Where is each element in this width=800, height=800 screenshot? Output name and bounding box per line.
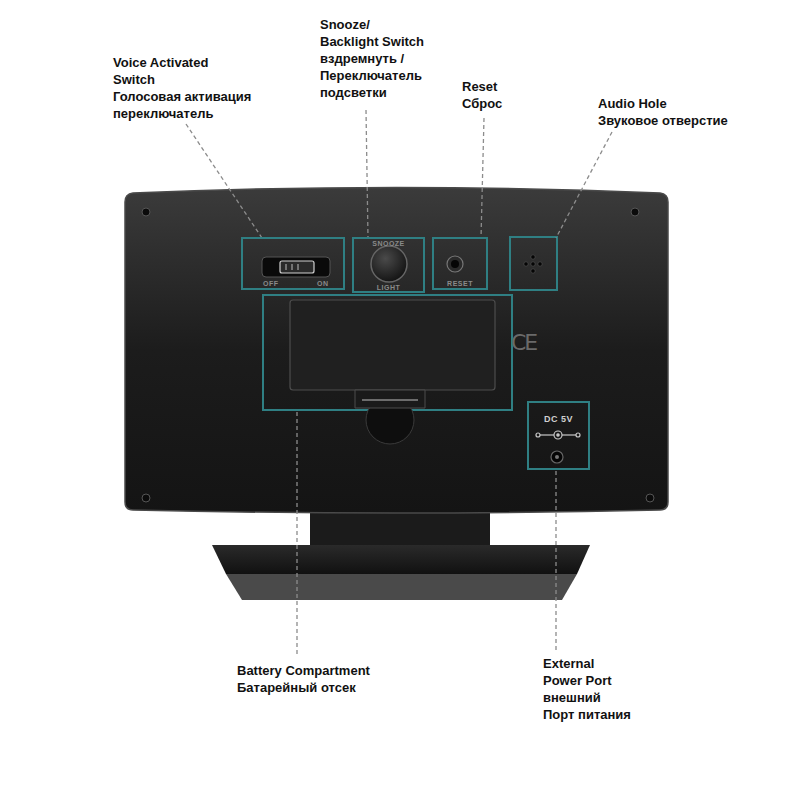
battery-cover <box>290 300 495 390</box>
callout-label: Reset <box>462 78 497 95</box>
panel-marking: LIGHT <box>354 284 423 292</box>
leader-lines <box>186 110 612 654</box>
stand-base-edge <box>226 574 577 600</box>
switch-highlight: OFF ON <box>241 237 345 290</box>
callout-label: Voice Activated Switch <box>113 54 228 88</box>
stand-base <box>212 545 590 574</box>
switch-slider <box>280 261 314 273</box>
dc-polarity-symbol <box>536 431 580 439</box>
callout-label: Audio Hole <box>598 95 667 112</box>
panel-marking: RESET <box>434 280 486 288</box>
audio-holes <box>524 255 542 273</box>
panel-marking: ON <box>317 280 329 288</box>
callout-label: Звуковое отверстие <box>598 112 728 129</box>
dc-jack <box>551 451 563 463</box>
panel-marking: SNOOZE <box>354 240 423 248</box>
panel-marking: OFF <box>263 280 279 288</box>
snooze-button <box>371 246 407 282</box>
reset-hole <box>447 256 463 272</box>
snooze-highlight: SNOOZE LIGHT <box>352 237 425 293</box>
switch-slot <box>262 257 330 277</box>
clock-body <box>125 188 668 514</box>
battery-highlight <box>263 295 512 410</box>
callout-label: Battery Compartment <box>237 662 370 679</box>
callout-label: Батарейный отсек <box>237 679 356 696</box>
callout-label: Snooze/ Backlight Switch <box>320 16 428 50</box>
callout-label: Голосовая активация переключатель <box>113 88 271 122</box>
reset-highlight: RESET <box>432 237 488 290</box>
ce-mark: CE <box>511 334 536 351</box>
callout-label: Сброс <box>462 95 502 112</box>
callout-label: вздремнуть / Переключатель подсветки <box>320 50 442 101</box>
panel-marking: DC 5V <box>529 414 588 424</box>
callout-label: внешний Порт питания <box>543 689 635 723</box>
audio-highlight <box>510 237 557 290</box>
dc-power-highlight: DC 5V <box>527 401 590 470</box>
screws <box>142 208 654 502</box>
callout-label: External Power Port <box>543 655 623 689</box>
battery-latch <box>355 390 425 408</box>
